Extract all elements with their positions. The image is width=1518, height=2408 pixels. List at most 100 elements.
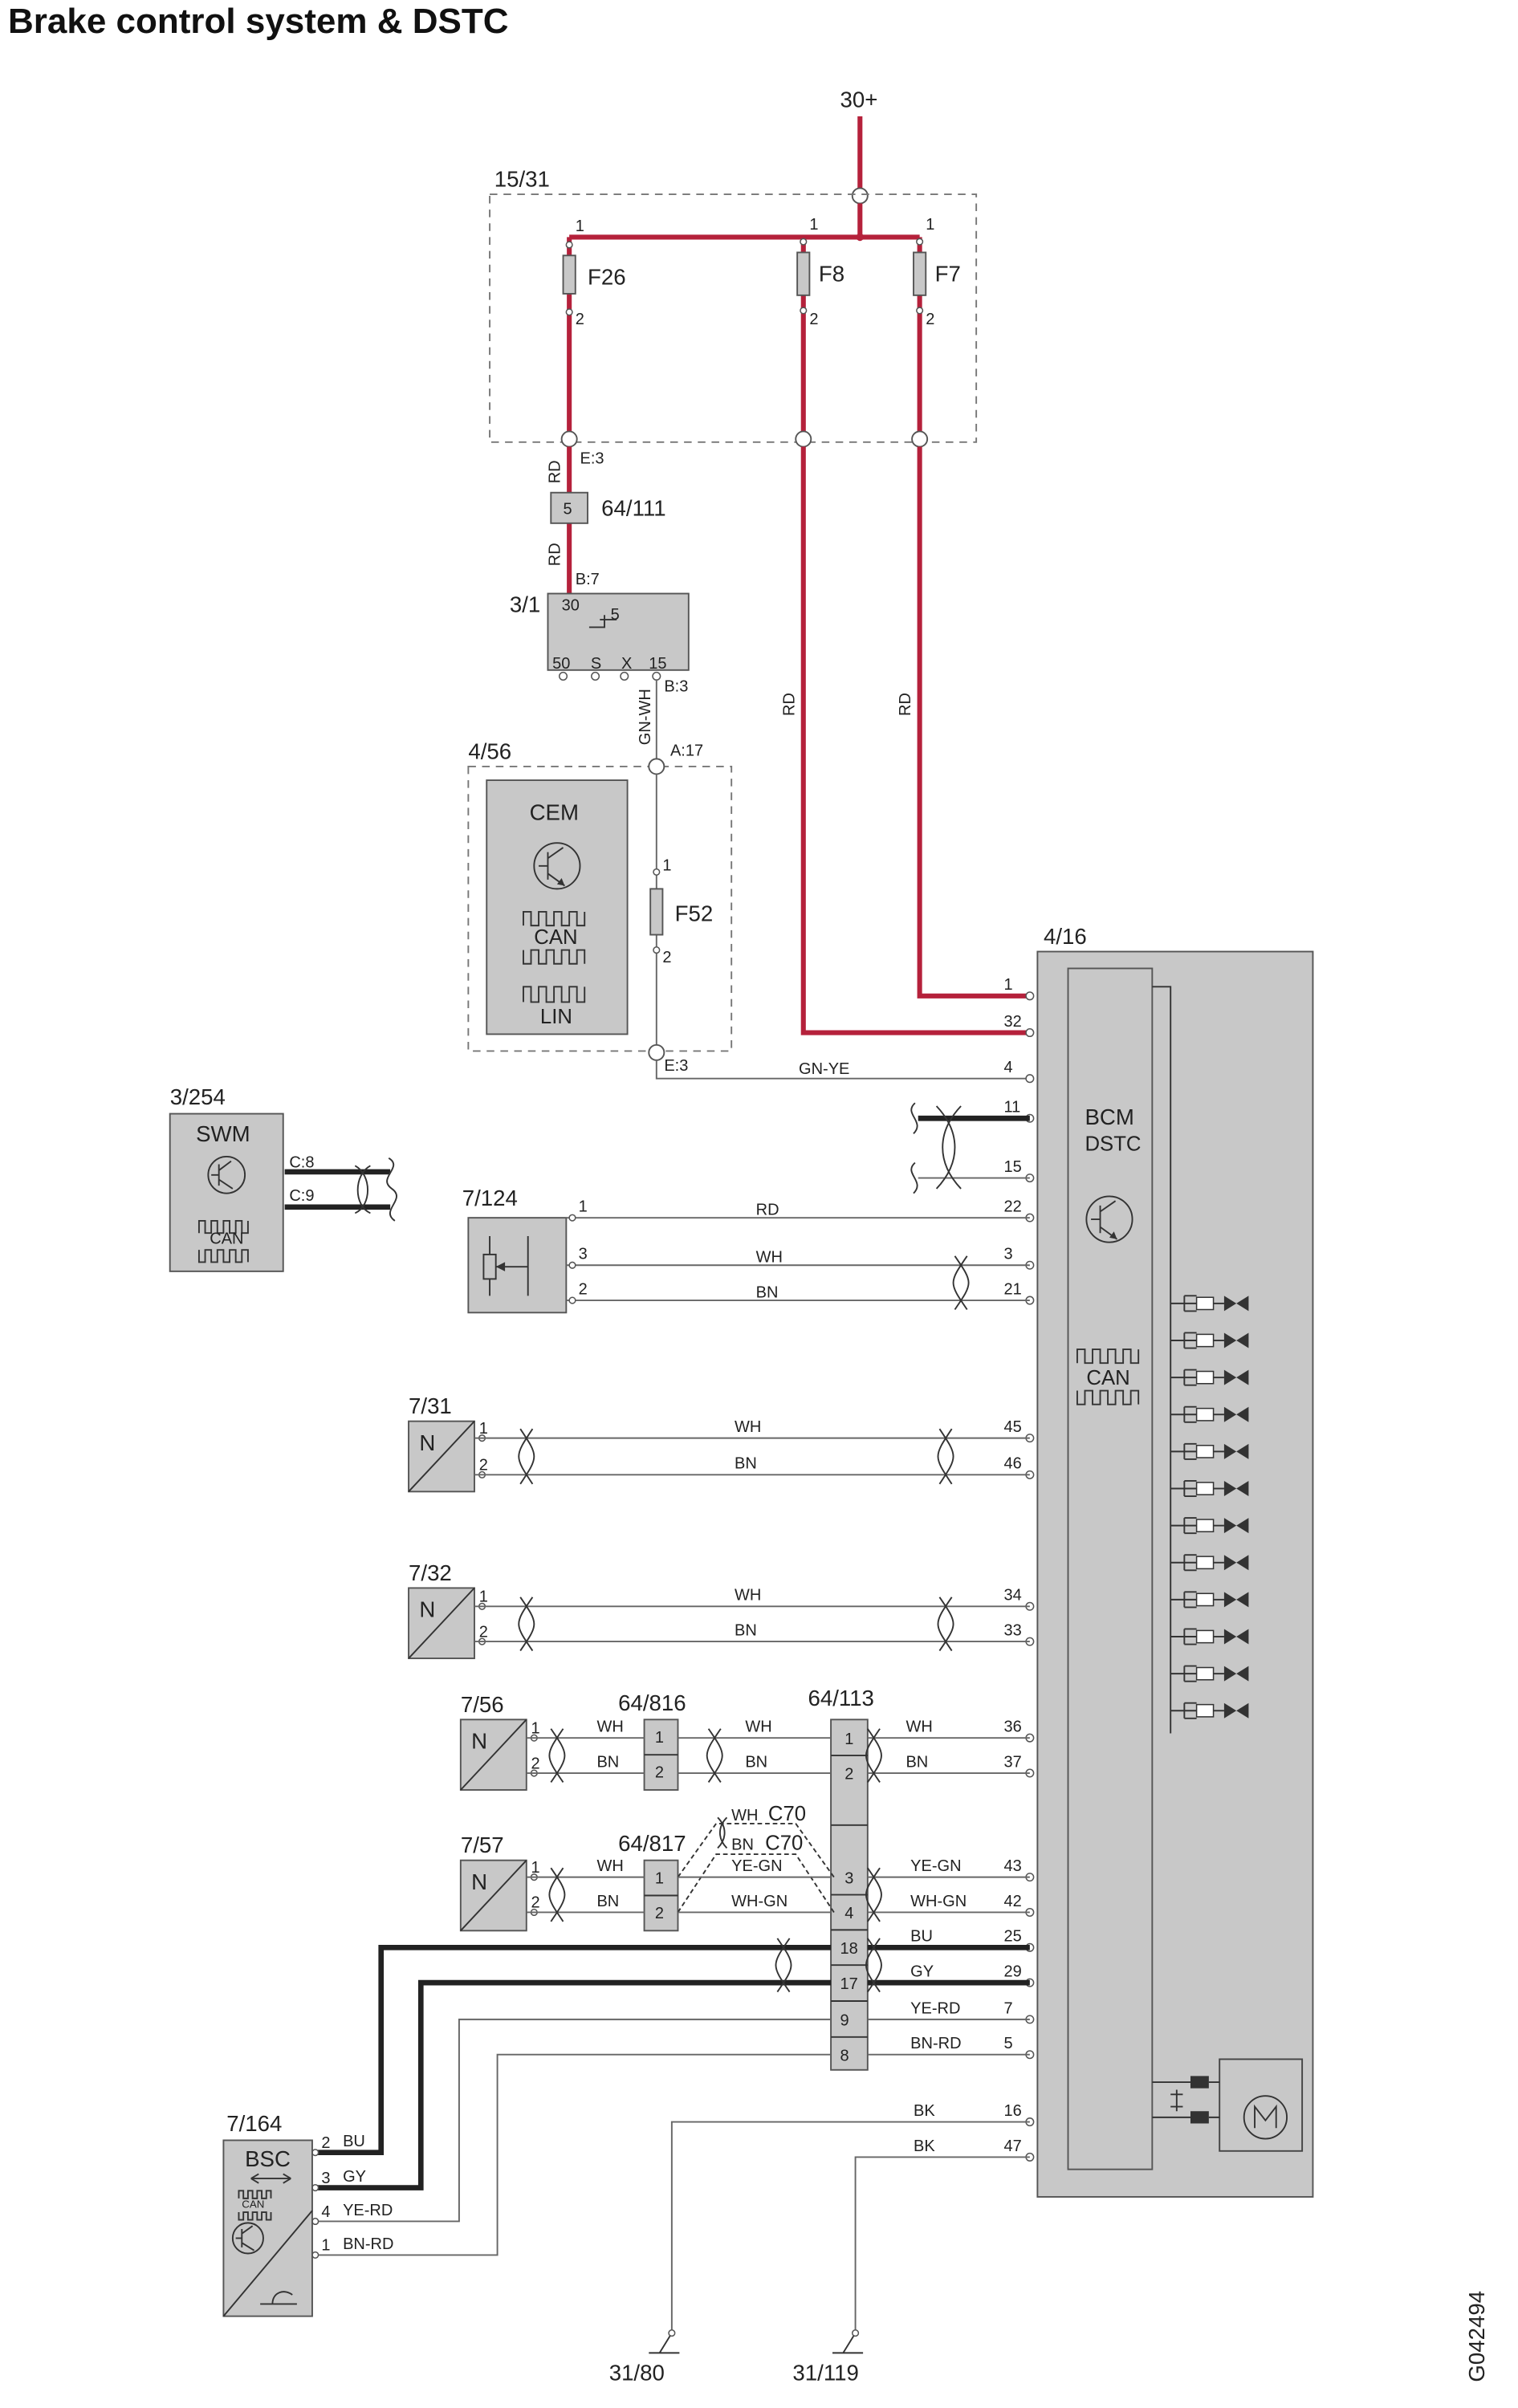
bsc-sensor: 7/164 BSC CAN [222,2111,313,2317]
p124-pin: 2 [579,1280,588,1298]
wire [311,1944,832,2156]
junction-64-817-id: 64/817 [618,1831,686,1856]
wire-color-label: YE-RD [910,1999,960,2017]
f8-pin-in: 1 [809,216,818,234]
wire-color-label: WH [745,1719,771,1736]
can-signal-icon: CAN [197,1220,249,1263]
bcm-pin-number: 32 [1003,1013,1021,1031]
grounds: 31/80 31/119 [609,2121,1030,2386]
fuse-f8 [796,251,811,296]
supply-label: 30+ [840,87,878,112]
cem-can-label: CAN [534,926,577,949]
bsc-name: BSC [245,2146,291,2171]
twisted-pair-icon [865,1728,882,1783]
cem-id: 4/56 [468,738,511,763]
sensor-pin: 2 [531,1755,540,1772]
junction-64-816-id: 64/816 [618,1690,686,1715]
twisted-pair-icon [865,1938,882,1993]
junction-64-816: 64/816 1 2 [618,1690,686,1791]
j816-pin-1: 1 [655,1729,664,1747]
wheel-sensor-id: 7/31 [409,1393,452,1418]
wire-color-label: WH [596,1719,623,1736]
twisted-pair-icon [548,1867,566,1922]
fuse-f26-label: F26 [588,265,626,290]
pin-terminal [568,1261,576,1269]
bcm-pin-number: 29 [1003,1963,1021,1981]
swm-conn-c8: C:8 [289,1153,314,1171]
fuse-box-15-31: 15/31 1 2 F26 1 2 F8 1 2 F7 E:3 [489,167,978,468]
wire-color-label: RD [756,1201,779,1218]
cem-conn-e3: E:3 [664,1057,688,1075]
bcm-pin-number: 16 [1003,2102,1021,2120]
wire-color-label: BN [596,1753,619,1771]
twisted-pair-icon [937,1428,954,1485]
bcm-pin-number: 45 [1003,1418,1021,1436]
bsc-pin: 1 [321,2237,330,2255]
ignition-pin-x: X [621,655,632,673]
can-signal-icon: CAN [523,911,586,965]
junction-64-111-pin: 5 [564,500,572,518]
pin-terminal [311,2149,319,2157]
pump-motor-icon [1152,2058,1304,2152]
junction-64-111 [550,491,588,524]
wheel-sensor-symbol: N [471,1869,487,1894]
bcm-pin-number: 4 [1003,1059,1012,1076]
j817-pin-2: 2 [655,1905,664,1922]
ignition-switch-body [547,592,690,671]
wire-color-label: RD [547,460,564,483]
cem-name: CEM [530,800,579,825]
wire-color-label: RD [780,693,798,716]
fuse-f52 [649,888,664,936]
bcm-pin-number: 3 [1003,1246,1012,1263]
bcm-pin-number: 15 [1003,1158,1021,1176]
fuse-box-conn-e3: E:3 [580,450,604,468]
bcm-pin-number: 42 [1003,1893,1021,1910]
swm-can-label: CAN [210,1230,243,1248]
cem-lin-label: LIN [540,1006,572,1028]
junction-64-113-id: 64/113 [808,1686,873,1710]
wire-color-label: BN [596,1893,619,1910]
sensor-pin: 2 [531,1894,540,1912]
j113-pin: 9 [840,2012,849,2030]
p124-pin: 3 [579,1246,588,1263]
wire-color-label: BK [914,2138,935,2155]
j816-pin-2: 2 [655,1764,664,1782]
c70-loop: WH C70 BN C70 [677,1803,835,1913]
pin-terminal [311,2217,319,2226]
bcm-pin-number: 22 [1003,1198,1021,1216]
wire-color-label: YE-RD [343,2202,393,2219]
bcm-pin-number: 33 [1003,1621,1021,1639]
wire-color-label: WH-GN [910,1893,967,1910]
junction-64-111-id: 64/111 [601,495,665,520]
supply-30: 30+ [840,87,878,205]
fuse-box-id: 15/31 [494,167,550,192]
bcm-inner-body [1067,967,1154,2170]
wire-color-label: BN [745,1753,767,1771]
wheel-sensor-symbol: N [419,1430,435,1455]
bsc-pin: 4 [321,2203,330,2221]
wheel-sensor-id: 7/57 [461,1832,504,1857]
bsc-pin: 2 [321,2134,330,2152]
ignition-pin-5: 5 [611,606,620,624]
twisted-pair-icon [548,1728,566,1783]
j113-pin: 18 [840,1940,858,1958]
ignition-pin-30: 30 [562,596,580,614]
bsc-can-label: CAN [242,2198,264,2210]
bcm-pin-number: 11 [1003,1099,1020,1117]
c70-bn: BN [731,1836,754,1853]
page-title: Brake control system & DSTC [8,2,509,41]
document-id: G042494 [1464,2291,1489,2382]
ignition-pin-s: S [591,655,601,673]
bcm-pin-number: 5 [1003,2035,1012,2052]
wheel-sensor-id: 7/56 [461,1692,504,1717]
ignition-conn-in: B:7 [576,571,600,588]
wire-color-label: WH [735,1418,761,1436]
sensor-pin: 1 [479,1588,488,1606]
fuse-box-outline [489,193,978,443]
cem-body [486,779,629,1035]
p124-pin: 1 [579,1198,588,1216]
pressure-sensor-7-124: 7/124 [462,1186,568,1314]
bcm-pin-terminal [1025,1028,1035,1038]
